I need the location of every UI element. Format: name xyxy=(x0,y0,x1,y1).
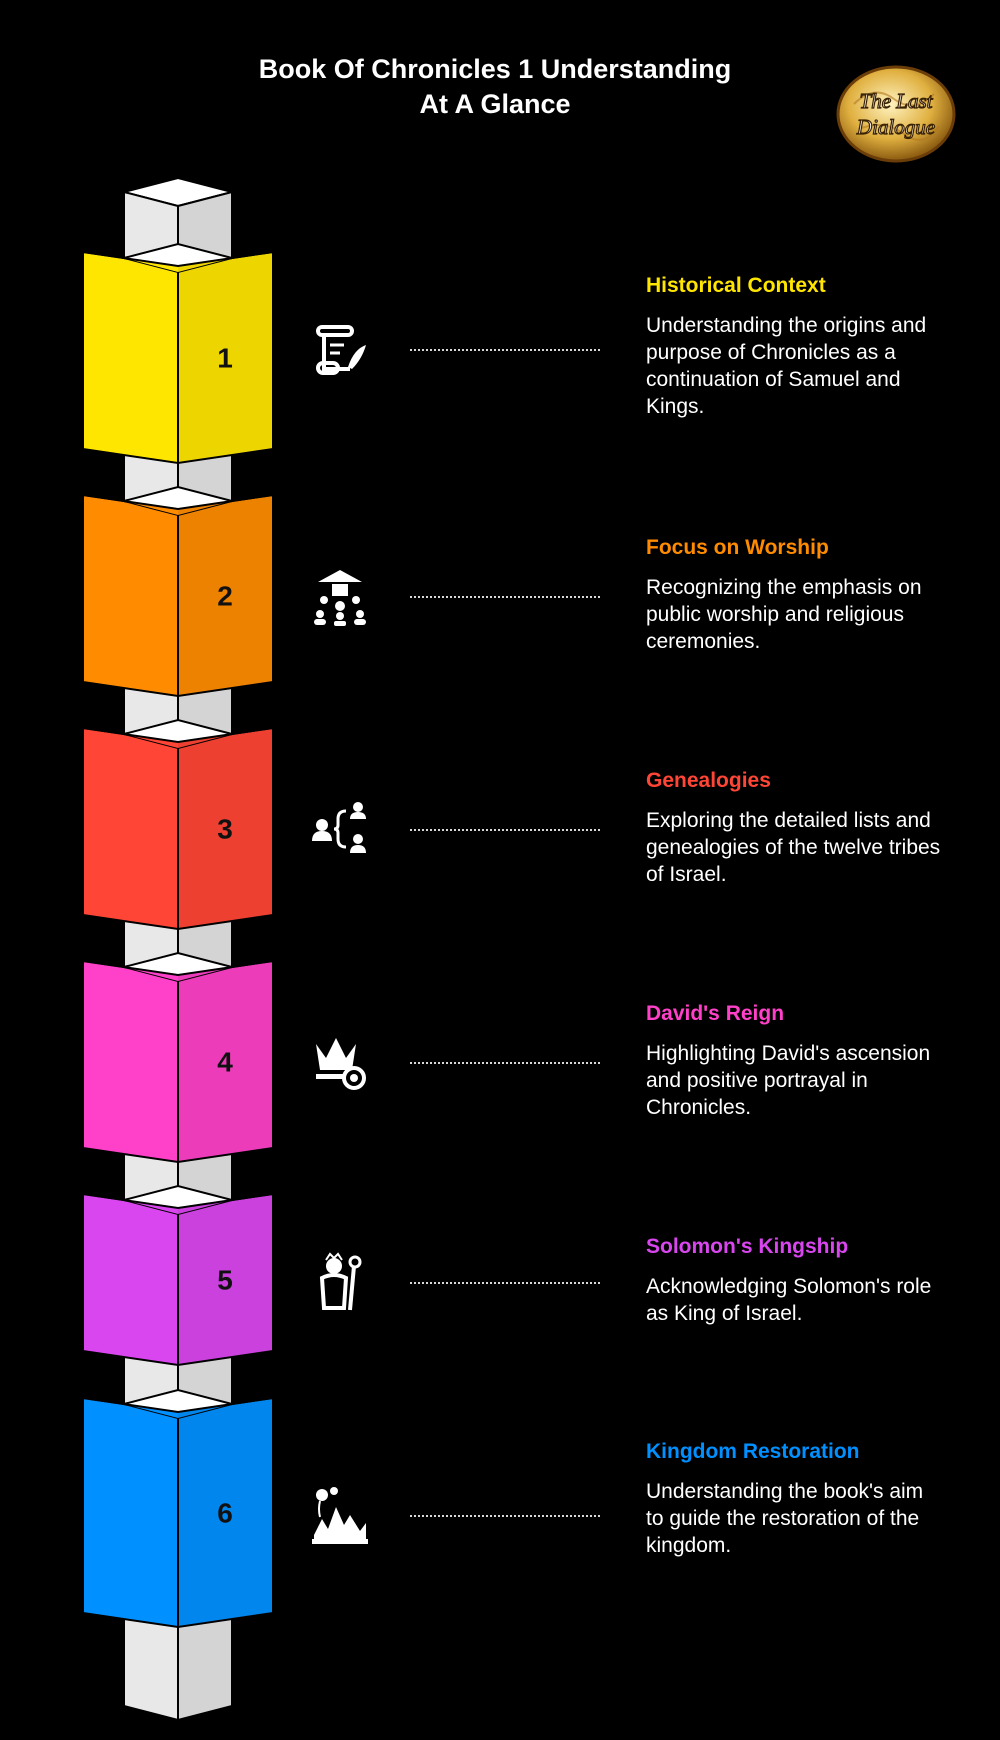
king-staff-icon xyxy=(310,1252,370,1312)
step-connector xyxy=(410,1282,600,1284)
logo-globe xyxy=(836,65,956,163)
step-connector xyxy=(410,349,600,351)
logo-text-line-2: Dialogue xyxy=(856,115,935,139)
block-number: 5 xyxy=(217,1265,233,1296)
tower-blocks: 1 2 3 4 5 6 xyxy=(82,242,274,1629)
step-title: Historical Context xyxy=(646,274,826,297)
block-left-face xyxy=(82,959,179,1164)
block-tower: 1 2 3 4 5 6 xyxy=(82,176,274,1722)
block-number: 6 xyxy=(217,1498,233,1529)
block-top-edge xyxy=(82,251,274,268)
block-number: 1 xyxy=(217,343,233,374)
restored-city-icon xyxy=(310,1485,370,1545)
step-description: Understanding the book's aim to guide th… xyxy=(646,1480,924,1557)
block-2: 2 xyxy=(82,485,274,698)
block-number: 4 xyxy=(217,1047,233,1078)
crown-icon xyxy=(310,1032,370,1092)
step-title: Genealogies xyxy=(646,769,771,792)
block-4: 4 xyxy=(82,951,274,1164)
block-top-edge xyxy=(82,727,274,744)
block-3: 3 xyxy=(82,718,274,931)
page-title-line-1: Book Of Chronicles 1 Understanding xyxy=(258,54,732,84)
block-left-face xyxy=(82,250,179,465)
block-number: 3 xyxy=(217,814,233,845)
block-6: 6 xyxy=(82,1388,274,1629)
step-connector xyxy=(410,829,600,831)
block-top-edge xyxy=(82,1193,274,1210)
step-title: Focus on Worship xyxy=(646,536,829,559)
step-connector xyxy=(410,1515,600,1517)
block-left-face xyxy=(82,726,179,931)
step-description: Exploring the detailed lists and genealo… xyxy=(646,809,941,886)
block-top-edge xyxy=(82,1397,274,1414)
block-left-face xyxy=(82,493,179,698)
page-title-line-2: At A Glance xyxy=(419,89,571,119)
step-title: Solomon's Kingship xyxy=(646,1235,849,1258)
step-description: Understanding the origins and purpose of… xyxy=(646,314,927,418)
logo: The Last Dialogue xyxy=(836,65,956,163)
step-connector xyxy=(410,1062,600,1064)
family-tree-icon xyxy=(310,799,370,859)
block-top-edge xyxy=(82,960,274,977)
block-top-edge xyxy=(82,494,274,511)
block-5: 5 xyxy=(82,1184,274,1367)
step-title: Kingdom Restoration xyxy=(646,1440,860,1463)
step-title: David's Reign xyxy=(646,1002,785,1025)
step-connector xyxy=(410,596,600,598)
logo-text-line-1: The Last xyxy=(860,89,934,113)
block-left-face xyxy=(82,1396,179,1629)
worship-gathering-icon xyxy=(310,566,370,626)
page-title: Book Of Chronicles 1 Understanding At A … xyxy=(230,52,760,122)
scroll-quill-icon xyxy=(310,319,370,379)
step-description: Highlighting David's ascension and posit… xyxy=(646,1042,931,1119)
block-left-face xyxy=(82,1192,179,1367)
block-1: 1 xyxy=(82,242,274,465)
block-number: 2 xyxy=(217,581,233,612)
step-description: Recognizing the emphasis on public worsh… xyxy=(646,576,922,653)
step-description: Acknowledging Solomon's role as King of … xyxy=(646,1275,932,1325)
